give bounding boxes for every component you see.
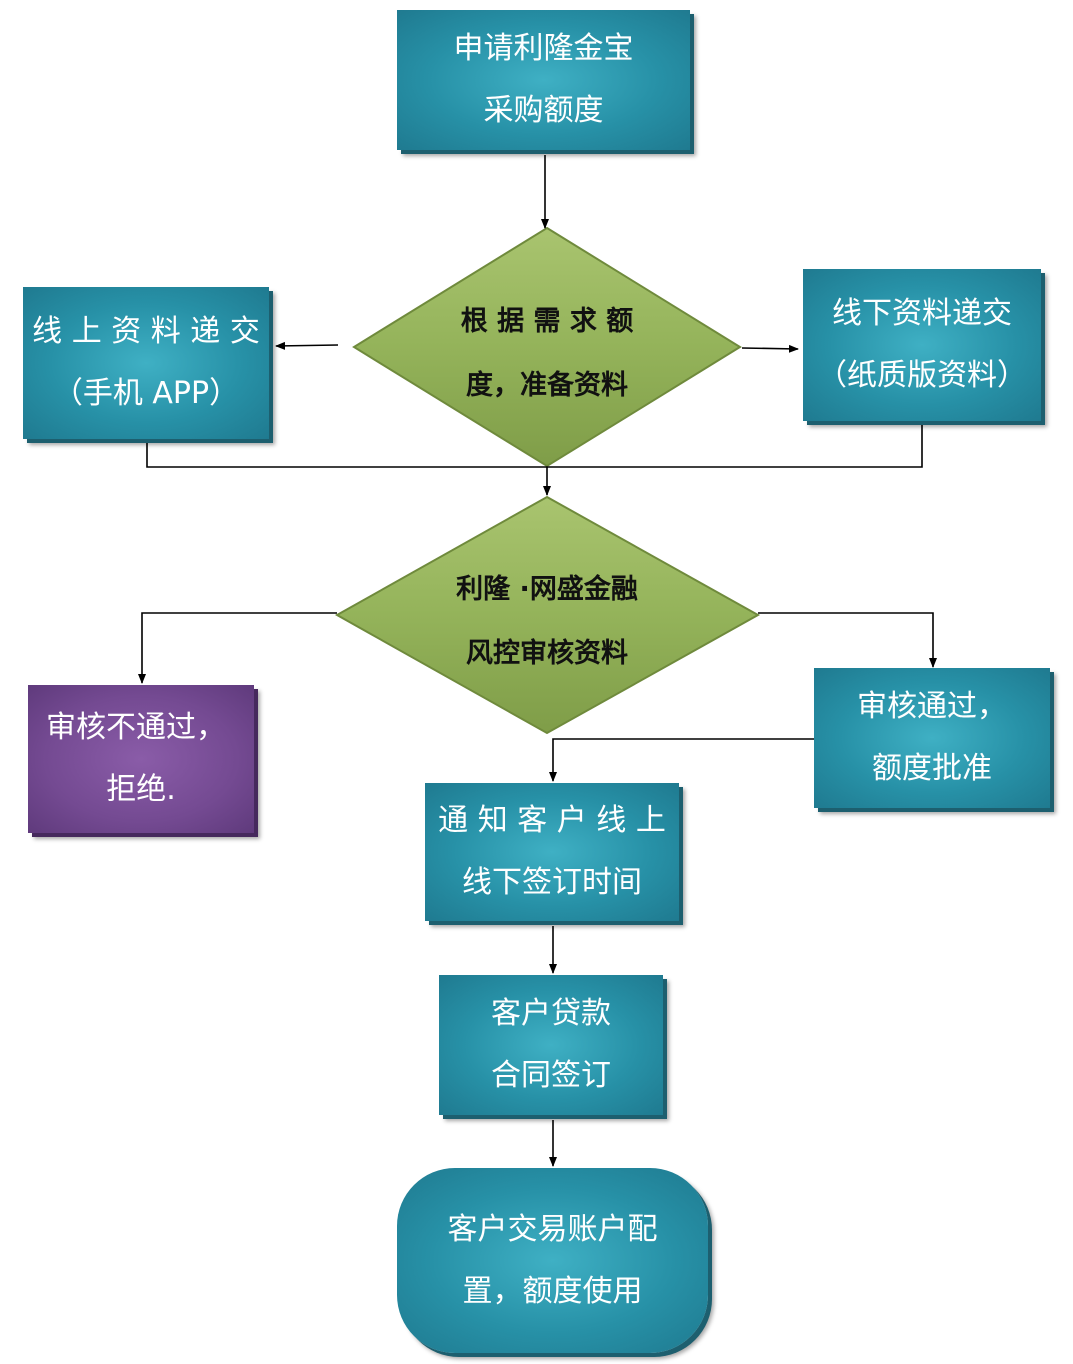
arrow-review-to-reject	[138, 612, 337, 684]
arrow-review-to-approve	[758, 612, 937, 668]
node-notify: 通 知 客 户 线 上 线下签订时间	[425, 783, 679, 921]
node-notify-line1: 通 知 客 户 线 上	[438, 803, 666, 838]
node-contract-line2: 合同签订	[491, 1058, 611, 1093]
node-online-line2: （手机 APP）	[52, 376, 240, 411]
decision-prepare-line1: 根 据 需 求 额	[460, 306, 634, 337]
decision-review-line2: 风控审核资料	[466, 638, 628, 669]
node-reject-line2: 拒绝.	[106, 772, 176, 807]
node-account-line2: 置，额度使用	[462, 1273, 643, 1309]
line-online-merge	[146, 442, 547, 468]
node-online-submit: 线 上 资 料 递 交 （手机 APP）	[23, 287, 269, 439]
node-approve: 审核通过， 额度批准	[814, 668, 1050, 808]
node-account: 客户交易账户配 置，额度使用	[397, 1168, 708, 1353]
decision-review-text: 利隆 ·网盛金融 风控审核资料	[417, 558, 677, 686]
decision-review-shape	[334, 495, 761, 735]
arrow-prepare-to-online	[275, 341, 339, 350]
node-account-line1: 客户交易账户配	[447, 1211, 658, 1247]
node-approve-line1: 审核通过，	[857, 689, 1007, 724]
decision-prepare-line2: 度，准备资料	[466, 370, 628, 401]
node-reject-line1: 审核不通过，	[46, 710, 226, 745]
arrow-prepare-to-offline	[741, 344, 799, 353]
node-offline-line1: 线下资料递交	[832, 296, 1012, 331]
node-reject: 审核不通过， 拒绝.	[28, 685, 254, 833]
decision-prepare-text: 根 据 需 求 额 度，准备资料	[417, 290, 677, 418]
node-approve-line2: 额度批准	[872, 751, 992, 786]
node-apply-line1: 申请利隆金宝	[453, 31, 634, 66]
node-offline-line2: （纸质版资料）	[817, 358, 1027, 393]
node-online-line1: 线 上 资 料 递 交	[32, 314, 260, 349]
node-contract: 客户贷款 合同签订	[439, 975, 663, 1115]
decision-review-line1: 利隆 ·网盛金融	[456, 574, 638, 605]
node-notify-line2: 线下签订时间	[462, 865, 642, 900]
line-offline-merge	[547, 424, 923, 468]
arrow-approve-to-notify	[549, 738, 815, 782]
node-apply: 申请利隆金宝 采购额度	[397, 10, 690, 150]
node-offline-submit: 线下资料递交 （纸质版资料）	[803, 269, 1041, 421]
node-contract-line1: 客户贷款	[491, 996, 611, 1031]
node-apply-line2: 采购额度	[483, 93, 604, 128]
decision-prepare-shape	[352, 226, 742, 468]
